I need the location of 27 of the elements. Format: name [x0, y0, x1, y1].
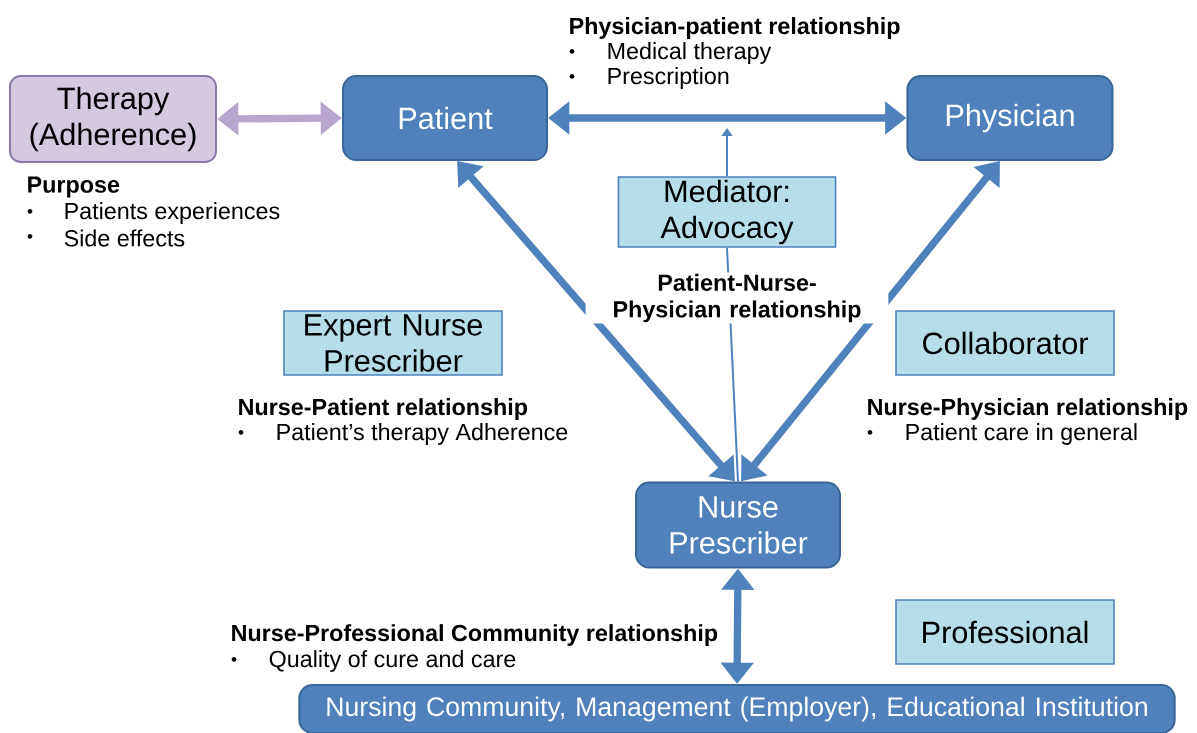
bullet-text: Side effects — [64, 229, 185, 247]
bullet-text: Patient care in general — [906, 423, 1137, 445]
bullet-text: Prescription — [608, 67, 729, 89]
relationship-heading: Physician-patient relationship — [570, 17, 900, 39]
bullet: • — [238, 429, 244, 435]
role-box: Physician — [906, 75, 1114, 161]
role-box: Nurse Prescriber — [635, 481, 841, 569]
bullet-text: Medical therapy — [608, 42, 772, 64]
relationship-heading: Patient-Nurse-Physician relationship — [585, 272, 889, 324]
role-label-box: Collaborator — [895, 310, 1115, 376]
role-box: Patient — [342, 75, 548, 161]
bullet-text: Patients experiences — [65, 202, 280, 224]
role-box: Nursing Community, Management (Employer), Educational Institution — [298, 684, 1176, 733]
role-label-box: Mediator: Advocacy — [617, 176, 837, 248]
bullet: • — [27, 208, 33, 214]
role-label-box: Professional — [895, 599, 1115, 665]
relationship-heading: Nurse-Professional Community relationship — [232, 624, 718, 646]
bullet-text: Patient’s therapy Adherence — [277, 423, 568, 445]
therapy-box: Therapy (Adherence) — [9, 75, 217, 163]
bullet: • — [231, 656, 237, 662]
relationship-heading: Nurse-Physician relationship — [868, 398, 1188, 420]
bullet: • — [867, 429, 873, 435]
role-label-box: Expert Nurse Prescriber — [283, 310, 503, 376]
bullet: • — [569, 48, 575, 54]
bullet: • — [27, 233, 33, 239]
relationship-heading: Nurse-Patient relationship — [239, 398, 528, 420]
bullet: • — [569, 73, 575, 79]
